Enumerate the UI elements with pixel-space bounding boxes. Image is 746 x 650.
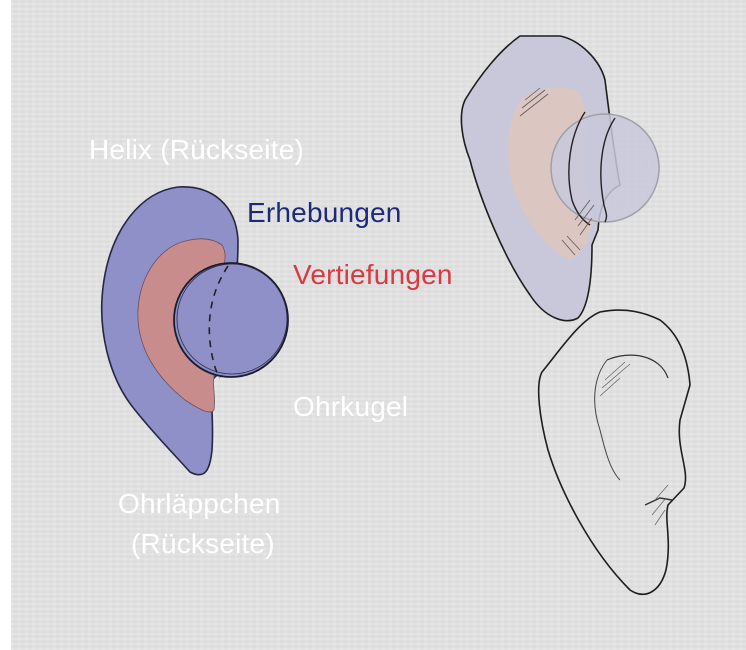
ear-sphere-label: Ohrkugel: [293, 391, 409, 422]
helix-label: Helix (Rückseite): [89, 134, 304, 165]
raised-areas-label: Erhebungen: [247, 197, 402, 228]
earlobe-label-line1: Ohrläppchen: [118, 488, 281, 519]
recessed-areas-label: Vertiefungen: [293, 259, 453, 290]
ear-sphere-shape: [173, 262, 289, 378]
shaded-ear-sketch: [460, 35, 660, 322]
line-ear-sketch: [537, 309, 691, 595]
schematic-ear: [100, 186, 289, 476]
earlobe-label-line2: (Rückseite): [131, 528, 275, 559]
paper-canvas: [11, 0, 746, 650]
